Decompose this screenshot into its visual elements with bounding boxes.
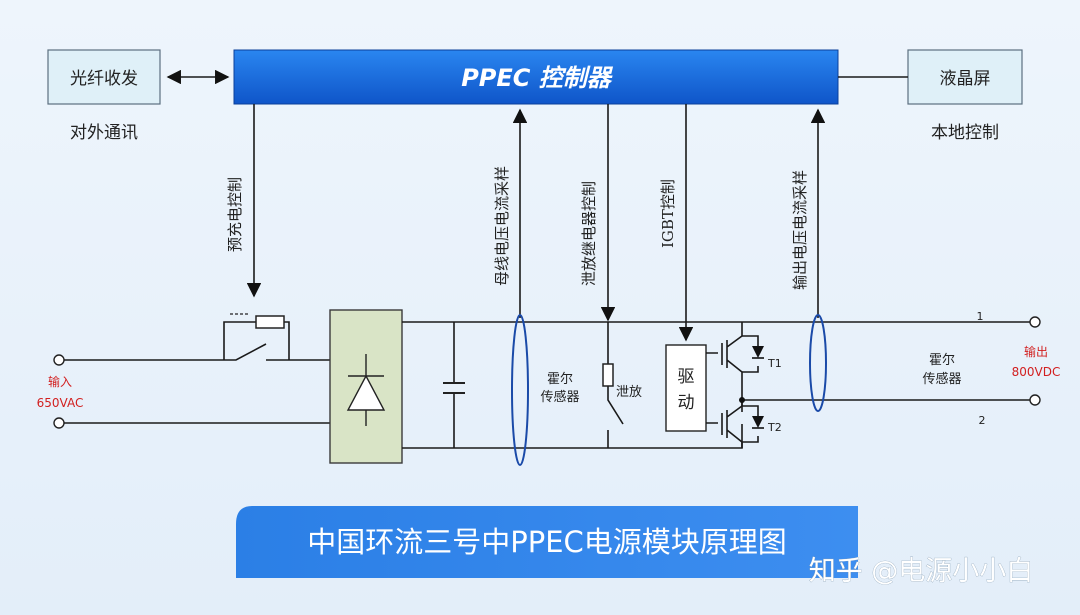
t1-label: T1 xyxy=(767,357,782,370)
output-terminals xyxy=(1029,316,1041,406)
input-voltage: 650VAC xyxy=(37,396,84,410)
discharge-relay-label: 泄放继电器控制 xyxy=(580,181,598,286)
caption-banner: 中国环流三号中PPEC电源模块原理图 xyxy=(236,506,858,578)
lcd-screen-box: 液晶屏 xyxy=(907,49,1023,105)
caption-text: 中国环流三号中PPEC电源模块原理图 xyxy=(307,525,787,559)
t2-label: T2 xyxy=(767,421,782,434)
output-label: 输出 xyxy=(1024,344,1048,359)
precharge-resistor xyxy=(255,315,285,329)
hall-sensor-2-line1: 霍尔 xyxy=(929,353,955,368)
rectifier-block xyxy=(329,309,403,464)
local-control-caption: 本地控制 xyxy=(931,123,999,143)
driver-box xyxy=(665,344,707,432)
igbt-control-label: IGBT控制 xyxy=(659,179,677,248)
discharge-branch xyxy=(602,322,624,448)
output-voltage: 800VDC xyxy=(1012,365,1061,379)
hall-sensor-2-line2: 传感器 xyxy=(922,371,961,387)
lcd-screen-label: 液晶屏 xyxy=(940,69,991,89)
driver-label-2: 动 xyxy=(678,393,695,413)
terminal-1-label: 1 xyxy=(977,310,984,323)
discharge-label: 泄放 xyxy=(616,385,642,400)
hall-sensor-1-line1: 霍尔 xyxy=(547,372,573,387)
bus-sample-label: 母线电压电流采样 xyxy=(493,166,511,286)
hall-sensor-ring-1 xyxy=(511,314,529,466)
hall-sensor-ring-2 xyxy=(809,314,827,412)
hall-sensor-1-line2: 传感器 xyxy=(540,389,579,405)
watermark: 知乎 @电源小小白 xyxy=(809,556,1034,587)
igbt-pair xyxy=(706,322,1030,448)
ppec-controller: PPEC 控制器 xyxy=(233,49,839,105)
external-comm-caption: 对外通讯 xyxy=(70,123,138,143)
precharge-label: 预充电控制 xyxy=(226,177,244,252)
input-label: 输入 xyxy=(48,374,72,389)
input-terminals xyxy=(53,354,65,429)
terminal-2-label: 2 xyxy=(979,414,986,427)
precharge-wiring xyxy=(64,321,330,361)
dc-capacitor xyxy=(443,322,465,448)
output-sample-label: 输出电压电流采样 xyxy=(791,170,809,290)
controller-title: PPEC 控制器 xyxy=(461,64,614,92)
fiber-transceiver-box: 光纤收发 xyxy=(47,49,161,105)
driver-label-1: 驱 xyxy=(678,367,695,387)
fiber-transceiver-label: 光纤收发 xyxy=(70,69,138,89)
